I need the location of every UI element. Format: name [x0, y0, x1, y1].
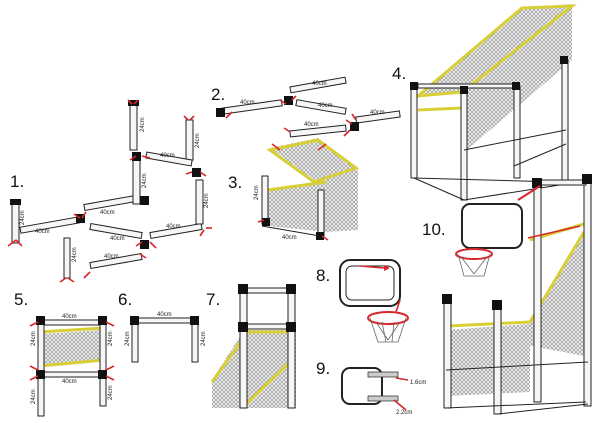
- dim-label: 40cm: [100, 210, 115, 216]
- step-6-assembly: 40cm 24cm 24cm: [125, 312, 207, 363]
- step-8-number: 8.: [316, 266, 330, 285]
- dim-label: 40cm: [35, 229, 50, 235]
- dim-label: 40cm: [62, 314, 77, 320]
- bolt-length-label: 1.6cm: [410, 380, 426, 386]
- dim-label: 40cm: [157, 312, 172, 318]
- dim-label: 24cm: [31, 331, 37, 346]
- step-1-number: 1.: [10, 172, 24, 191]
- step-5-number: 5.: [14, 290, 28, 309]
- dim-label: 40cm: [104, 254, 119, 260]
- dim-label: 24cm: [31, 389, 37, 404]
- step-8-hoop: [339, 259, 409, 343]
- dim-label: 40cm: [166, 224, 181, 230]
- dim-label: 40cm: [110, 236, 125, 242]
- dim-label: 40cm: [160, 153, 175, 159]
- dim-label: 40cm: [370, 110, 385, 116]
- dim-label: 24cm: [108, 385, 114, 400]
- dim-label: 24cm: [140, 117, 146, 132]
- step-10-number: 10.: [422, 220, 446, 239]
- step-3-number: 3.: [228, 173, 242, 192]
- step-9-number: 9.: [316, 359, 330, 378]
- dim-label: 24cm: [201, 331, 207, 346]
- dim-label: 40cm: [62, 379, 77, 385]
- dim-label: 40cm: [318, 103, 333, 109]
- dim-label: 24cm: [125, 331, 131, 346]
- dim-label: 24cm: [204, 193, 210, 208]
- red-arrows: [7, 99, 212, 283]
- bolt-length-label: 2.2cm: [396, 410, 412, 416]
- step-7-number: 7.: [206, 290, 220, 309]
- dim-label: 24cm: [72, 247, 78, 262]
- step-10-assembly: [442, 174, 592, 415]
- dim-label: 24cm: [142, 173, 148, 188]
- step-7-assembly: [210, 284, 296, 409]
- step-1-parts: 24cm 40cm 24cm 40cm 40cm 40cm 40cm 24cm …: [7, 99, 212, 283]
- dim-label: 24cm: [195, 133, 201, 148]
- step-4-assembly: [410, 4, 577, 201]
- step-2-parts: 40cm 40cm 40cm 40cm 40cm: [216, 76, 401, 138]
- dim-label: 40cm: [240, 100, 255, 106]
- step-6-number: 6.: [118, 290, 132, 309]
- step-9-bolts: 1.6cm 2.2cm: [341, 367, 426, 416]
- step-5-assembly: 40cm 40cm 24cm 24cm 24cm 24cm: [29, 314, 115, 417]
- dim-label: 40cm: [312, 81, 327, 87]
- step-4-number: 4.: [392, 64, 406, 83]
- step-2-number: 2.: [211, 85, 225, 104]
- dim-label: 24cm: [108, 331, 114, 346]
- dim-label: 40cm: [304, 122, 319, 128]
- step-3-assembly: 40cm 24cm: [254, 138, 360, 241]
- dim-label: 24cm: [254, 185, 260, 200]
- red-arrows: [225, 95, 357, 137]
- dim-label: 24cm: [20, 210, 26, 225]
- dim-label: 40cm: [282, 235, 297, 241]
